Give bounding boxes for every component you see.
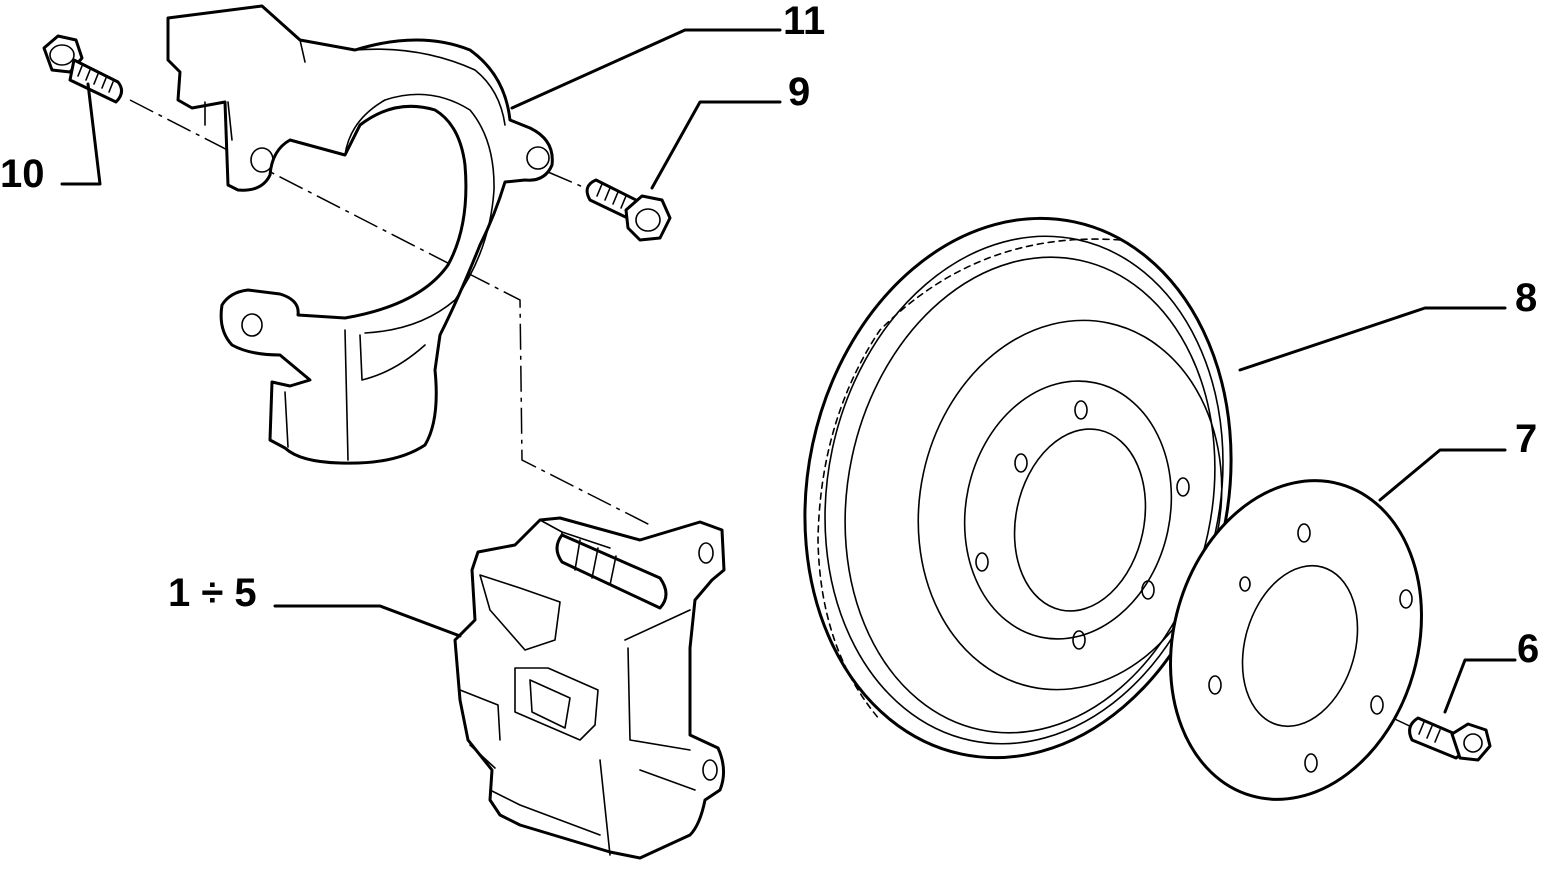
callout-6: 6 xyxy=(1517,627,1539,671)
leader-1-5 xyxy=(273,604,462,638)
leader-7 xyxy=(1378,448,1507,502)
leader-11 xyxy=(510,28,782,110)
callout-10: 10 xyxy=(0,152,45,196)
callout-8: 8 xyxy=(1515,276,1537,320)
leader-6 xyxy=(1443,658,1517,714)
disc-vent-slots xyxy=(817,238,1121,721)
leader-9 xyxy=(650,100,782,190)
part-9-bolt xyxy=(585,178,672,242)
callout-9: 9 xyxy=(788,70,810,114)
leader-10 xyxy=(60,82,102,186)
part-11-dust-shield xyxy=(166,4,554,465)
callout-7: 7 xyxy=(1515,417,1537,461)
part-7-shim xyxy=(1169,479,1423,801)
part-6-bolt xyxy=(1408,716,1492,762)
callout-1-5: 1 ÷ 5 xyxy=(168,571,257,615)
callout-11: 11 xyxy=(783,0,825,43)
part-10-bolt xyxy=(42,34,123,104)
part-1-5-caliper xyxy=(453,516,726,860)
leader-8 xyxy=(1238,306,1507,372)
leader-lines xyxy=(60,28,1517,714)
